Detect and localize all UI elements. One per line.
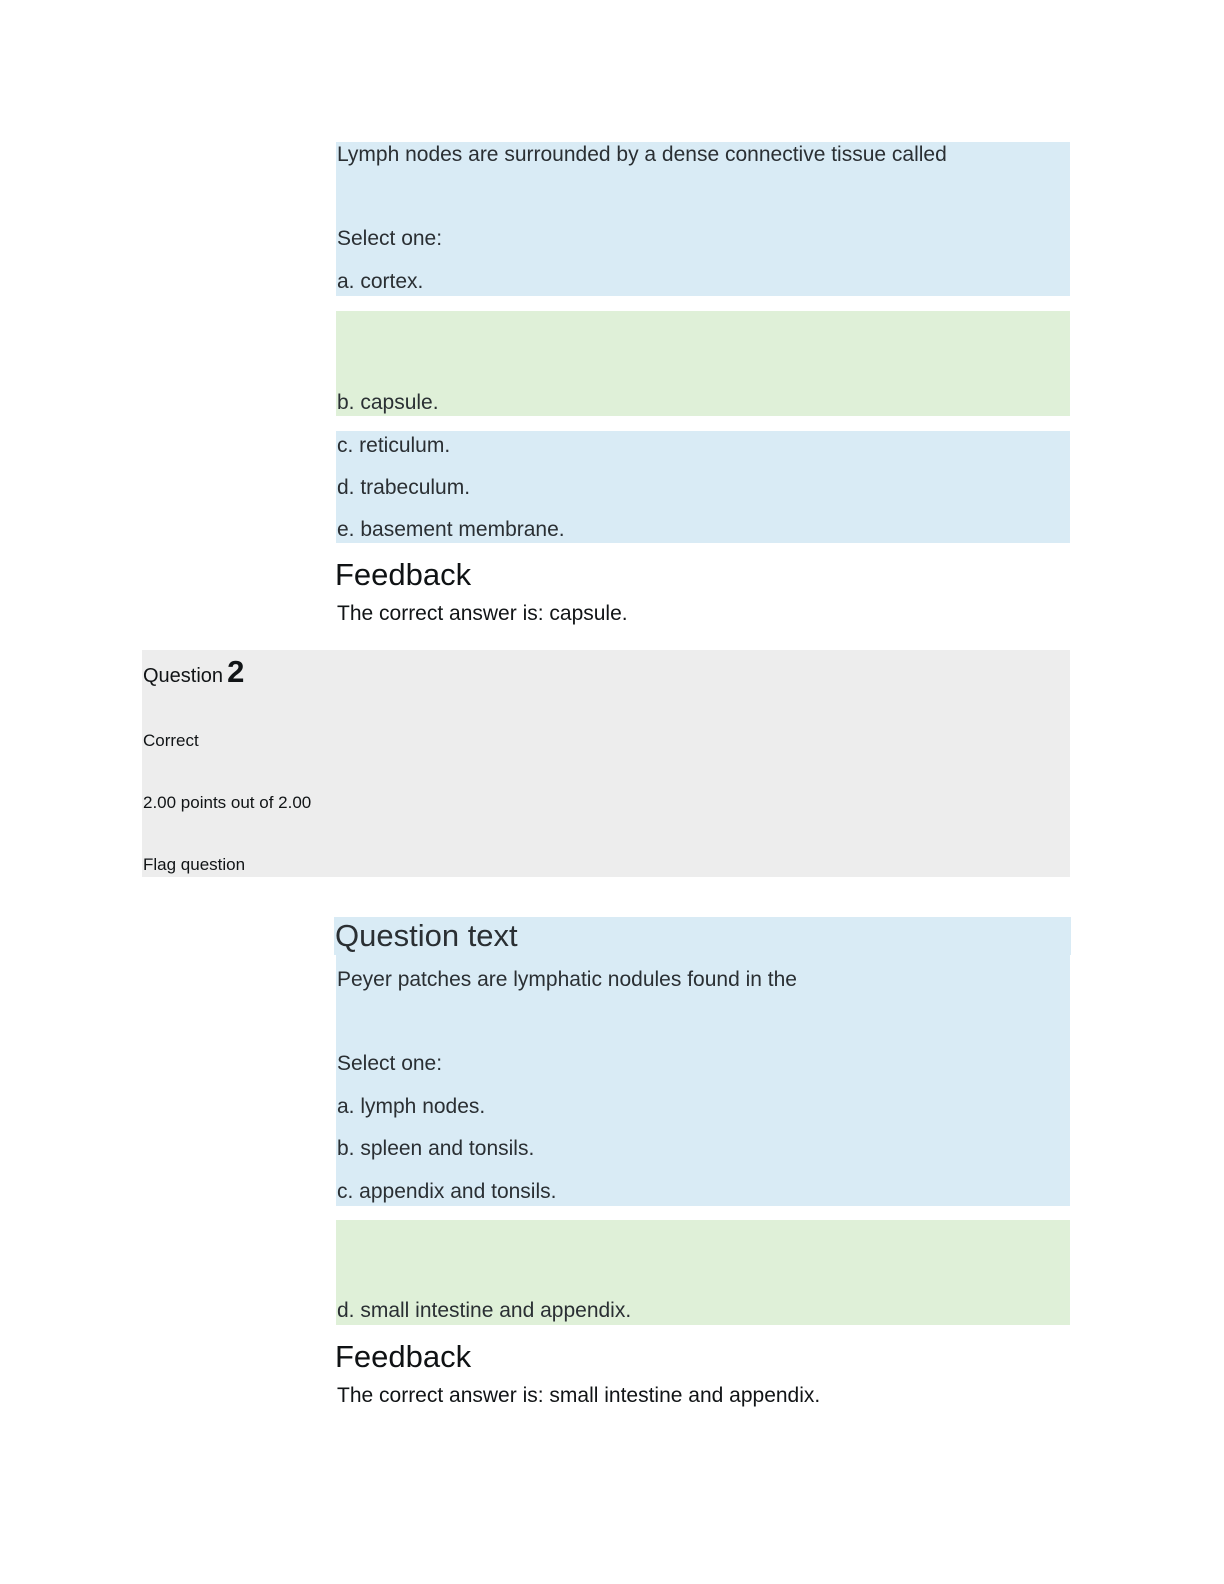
question1-select-prompt: Select one: — [337, 227, 443, 250]
question2-correct-option-block — [336, 1220, 1070, 1325]
question2-heading: Question text — [335, 918, 518, 953]
question2-feedback-title: Feedback — [335, 1339, 472, 1374]
question-number-value: 2 — [227, 654, 245, 689]
question1-options-block — [336, 431, 1070, 543]
question2-option-c[interactable]: c. appendix and tonsils. — [337, 1180, 557, 1203]
question2-select-prompt: Select one: — [337, 1052, 443, 1075]
question2-info-panel — [142, 650, 1070, 877]
question1-option-b[interactable]: b. capsule. — [337, 391, 439, 414]
question1-correct-option-block — [336, 311, 1070, 416]
question2-text: Peyer patches are lymphatic nodules foun… — [337, 968, 797, 991]
question1-text: Lymph nodes are surrounded by a dense co… — [337, 143, 947, 166]
question1-option-a[interactable]: a. cortex. — [337, 270, 424, 293]
question2-heading-block — [334, 917, 1071, 955]
question1-option-e[interactable]: e. basement membrane. — [337, 518, 565, 541]
question2-option-d[interactable]: d. small intestine and appendix. — [337, 1299, 632, 1322]
question1-option-c[interactable]: c. reticulum. — [337, 434, 451, 457]
question2-feedback-text: The correct answer is: small intestine a… — [337, 1384, 821, 1407]
flag-question-link[interactable]: Flag question — [143, 855, 246, 874]
question2-grade: 2.00 points out of 2.00 — [143, 793, 312, 812]
question-label: Question — [143, 665, 224, 687]
question1-text-block — [336, 142, 1070, 296]
question1-feedback-title: Feedback — [335, 557, 472, 592]
question1-option-d[interactable]: d. trabeculum. — [337, 476, 471, 499]
question1-feedback-text: The correct answer is: capsule. — [337, 602, 628, 625]
question2-option-a[interactable]: a. lymph nodes. — [337, 1095, 486, 1118]
question2-option-b[interactable]: b. spleen and tonsils. — [337, 1137, 535, 1160]
question2-state: Correct — [143, 731, 199, 750]
question2-text-block — [336, 955, 1070, 1206]
